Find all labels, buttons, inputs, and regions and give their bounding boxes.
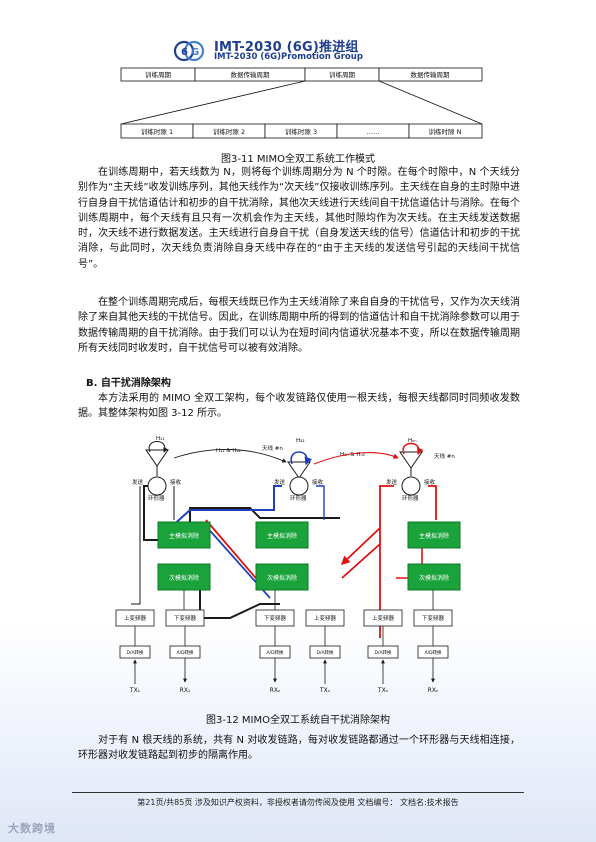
- circulator-1: [147, 476, 167, 496]
- label-h2n-hn2: H₂ₙ & Hₙ₂: [340, 452, 365, 458]
- figure-3-11-caption: 图3-11 MIMO全双工系统工作模式: [221, 154, 375, 165]
- main-cancel-label: 主模拟消除: [419, 532, 449, 540]
- sub-cancel-label: 次模拟消除: [419, 574, 449, 582]
- up-converter-label: 上变频器: [124, 614, 147, 622]
- dac-label: D/A转换: [126, 649, 144, 656]
- antenna-1-icon: [145, 441, 169, 476]
- imt-2030-logo-icon: 6 G: [173, 40, 205, 62]
- label-h12-h21: H₁₂ & H₂₁: [216, 448, 241, 454]
- main-analog-cancel-block: [255, 521, 309, 549]
- label-antenna: 天线 #n: [262, 444, 283, 452]
- sub-cancel-label: 次模拟消除: [169, 574, 199, 582]
- self-interference-cancellation-diagram: H₁₁ H₂₂ Hₙₙ H₁₂ & H₂₁ H₂ₙ & Hₙ₂ 天线 #n 天线…: [115, 436, 461, 694]
- down-converter-label: 下变频器: [264, 614, 287, 622]
- signal-txn: TXₙ: [319, 687, 331, 694]
- paragraph-training-period: 在训练周期中，若天线数为 N，则将每个训练周期分为 N 个时隙。在每个时隙中，N…: [78, 167, 520, 270]
- page-footer: 第21页/共85页 涉及知识产权资料，非授权者请勿传阅及使用 文档编号： 文档名…: [137, 798, 459, 807]
- label-h22: H₂₂: [296, 438, 305, 444]
- main-cancel-label: 主模拟消除: [267, 532, 297, 540]
- watermark: 大数跨境: [8, 822, 56, 835]
- label-antenna: 天线 #n: [434, 452, 455, 460]
- signal-txn: TXₙ: [377, 687, 389, 694]
- frame-structure-figure: 训练周期 数据传输周期 训练周期 数据传输周期 训练时隙 1 训练时隙 2 训练…: [120, 67, 483, 139]
- svg-text:G: G: [191, 47, 199, 58]
- up-converter-label: 上变频器: [314, 614, 337, 622]
- circulator-2: [289, 476, 309, 496]
- port-rx-label: 接收: [312, 478, 324, 486]
- port-rx-label: 接收: [424, 478, 436, 486]
- frame-slot-cell: 训练时隙 1: [141, 127, 173, 136]
- down-converter-label: 下变频器: [174, 614, 197, 622]
- antenna-n-icon: [399, 442, 424, 476]
- main-analog-cancel-block: [407, 521, 461, 549]
- frame-slot-cell: 训练时隙 N: [429, 127, 462, 136]
- signal-rxn: RXₙ: [428, 687, 439, 694]
- main-cancel-label: 主模拟消除: [169, 532, 199, 540]
- frame-top-cell: 训练周期: [329, 70, 356, 79]
- port-rx-label: 接收: [170, 478, 182, 486]
- port-tx-label: 发送: [386, 478, 398, 486]
- frame-top-cell: 数据传输周期: [231, 70, 271, 79]
- sub-analog-cancel-block: [255, 563, 309, 591]
- port-tx-label: 发送: [274, 478, 286, 486]
- up-converter-label: 上变频器: [372, 614, 395, 622]
- header-subtitle: IMT-2030 (6G)Promotion Group: [214, 52, 363, 62]
- circulator-label: 环形器: [290, 494, 307, 502]
- dac-label: D/A转换: [374, 649, 392, 656]
- svg-text:6: 6: [181, 47, 188, 58]
- header-title: IMT-2030 (6G)推进组: [214, 40, 359, 55]
- sub-analog-cancel-block: [157, 563, 211, 591]
- paragraph-n-antenna-system: 对于有 N 根天线的系统，共有 N 对收发链路，每对收发链路都通过一个环形器与天…: [78, 735, 520, 762]
- paragraph-after-training: 在整个训练周期完成后，每根天线既已作为主天线消除了来自自身的干扰信号，又作为次天…: [78, 297, 520, 354]
- adc-label: A/D转换: [424, 649, 442, 656]
- adc-label: A/D转换: [266, 649, 284, 656]
- dac-label: D/A转换: [316, 649, 334, 656]
- signal-rxn: RXₙ: [270, 687, 281, 694]
- signal-tx1: TX₁: [129, 687, 141, 694]
- circulator-label: 环形器: [402, 494, 419, 502]
- footer-divider: [72, 792, 524, 793]
- adc-label: A/D转换: [176, 649, 194, 656]
- frame-slot-cell: ……: [367, 128, 380, 136]
- label-hnn: Hₙₙ: [408, 438, 417, 444]
- sub-cancel-label: 次模拟消除: [267, 574, 297, 582]
- section-heading: B. 自干扰消除架构: [86, 378, 171, 389]
- frame-top-cell: 数据传输周期: [411, 70, 451, 79]
- label-h11: H₁₁: [156, 436, 165, 442]
- main-analog-cancel-block: [157, 521, 211, 549]
- paragraph-architecture: 本方法采用的 MIMO 全双工架构，每个收发链路仅使用一根天线，每根天线都同时同…: [78, 393, 520, 420]
- page-header: 6 G IMT-2030 (6G)推进组 IMT-2030 (6G)Promot…: [170, 34, 430, 68]
- circulator-label: 环形器: [148, 494, 165, 502]
- frame-slot-cell: 训练时隙 2: [213, 127, 245, 136]
- figure-3-12-caption: 图3-12 MIMO全双工系统自干扰消除架构: [206, 715, 390, 726]
- signal-rx1: RX₁: [180, 687, 191, 694]
- circulator-n: [401, 476, 421, 496]
- down-converter-label: 下变频器: [422, 614, 445, 622]
- frame-slot-cell: 训练时隙 3: [285, 127, 317, 136]
- port-tx-label: 发送: [132, 478, 144, 486]
- sub-analog-cancel-block: [407, 563, 461, 591]
- frame-top-cell: 训练周期: [145, 70, 172, 79]
